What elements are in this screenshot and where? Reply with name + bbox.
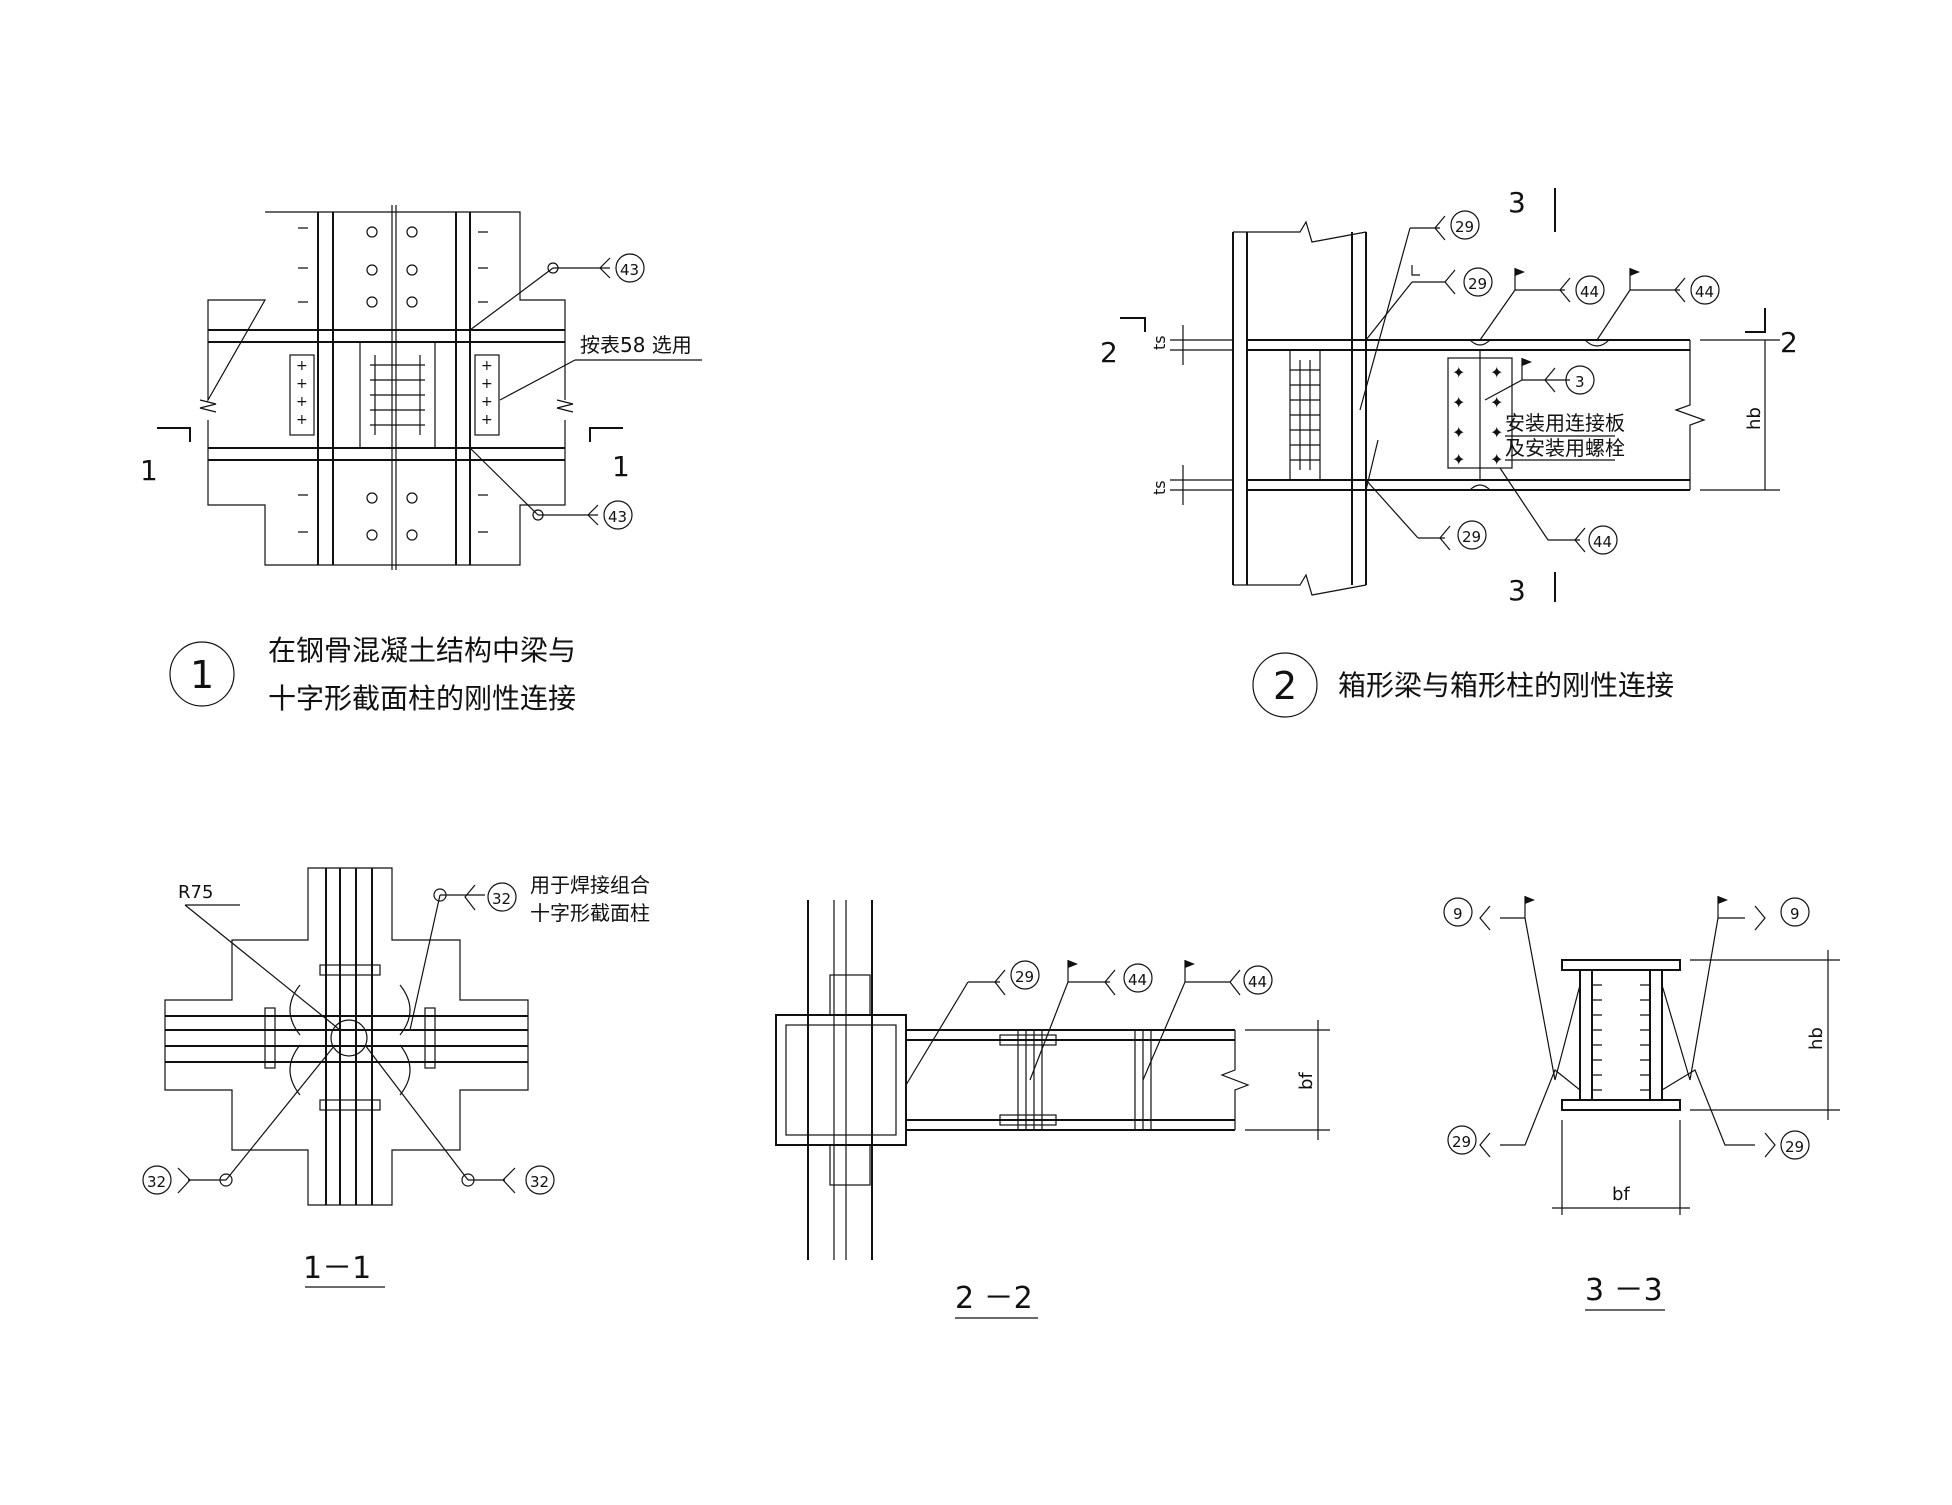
weld-symbol-44-c: 44 <box>1499 467 1618 555</box>
detail2-number: 2 <box>1273 664 1297 708</box>
svg-text:+: + <box>481 376 493 392</box>
svg-text:+: + <box>481 394 493 410</box>
detail2-title: 箱形梁与箱形柱的刚性连接 <box>1338 669 1674 702</box>
weld-symbol-29-b: 29 <box>1365 265 1493 341</box>
section-2-2: bf 29 44 44 2 －2 <box>775 900 1330 1319</box>
svg-text:+: + <box>481 412 493 428</box>
section-3-3: hb bf 9 9 29 29 3 －3 <box>1443 896 1840 1311</box>
section-1-1: R75 32 用于焊接组合 十字形截面柱 32 32 1－1 <box>142 867 650 1288</box>
bolt-group-center <box>370 355 425 435</box>
weld-ref-44-22b: 44 <box>1248 973 1267 991</box>
dim-ts-bottom: ts <box>1150 480 1169 495</box>
detail1-title-line1: 在钢骨混凝土结构中梁与 <box>268 634 576 667</box>
weld-ref-43-top: 43 <box>620 261 639 279</box>
weld-ref-44-b: 44 <box>1695 283 1714 301</box>
weld-ref-32-top: 32 <box>492 890 511 908</box>
detail1-note: 按表58 选用 <box>580 333 692 357</box>
weld-symbol-44-b: 44 <box>1596 268 1720 341</box>
shear-studs <box>298 226 488 541</box>
section11-label: 1－1 <box>303 1251 371 1286</box>
section22-label: 2 －2 <box>955 1281 1033 1316</box>
weld-symbol-29-c: 29 <box>1365 439 1487 551</box>
svg-text:✦: ✦ <box>1452 363 1465 382</box>
weld-ref-29-right: 29 <box>1785 1138 1804 1156</box>
weld-ref-29-22: 29 <box>1015 968 1034 986</box>
section-mark-2-left: 2 <box>1100 336 1118 369</box>
weld-ref-9-left: 9 <box>1453 905 1463 923</box>
svg-text:+: + <box>296 376 308 392</box>
dim-bf-33: bf <box>1612 1184 1630 1205</box>
weld-ref-43-bottom: 43 <box>608 508 627 526</box>
dim-hb: hb <box>1744 407 1765 430</box>
weld-ref-44-c: 44 <box>1593 533 1612 551</box>
detail2-note-line1: 安装用连接板 <box>1505 411 1625 435</box>
svg-text:+: + <box>296 394 308 410</box>
svg-text:✦: ✦ <box>1452 423 1465 442</box>
section11-note-line1: 用于焊接组合 <box>530 873 650 897</box>
section-mark-3-top: 3 <box>1508 186 1526 219</box>
detail1-title-line2: 十字形截面柱的刚性连接 <box>268 682 576 715</box>
svg-text:✦: ✦ <box>1490 423 1503 442</box>
weld-ref-29-left: 29 <box>1452 1133 1471 1151</box>
bolt-group-left: + + + + <box>296 358 308 428</box>
weld-symbol-29-a: 29 <box>1359 210 1480 411</box>
weld-symbol-3: 3 <box>1484 358 1595 401</box>
weld-ref-29-b: 29 <box>1468 275 1487 293</box>
svg-text:✦: ✦ <box>1452 393 1465 412</box>
svg-text:+: + <box>296 358 308 374</box>
bolt-group-right: + + + + <box>481 358 493 428</box>
radius-note: R75 <box>178 882 213 903</box>
dim-bf-22: bf <box>1296 1072 1317 1090</box>
section33-label: 3 －3 <box>1585 1273 1663 1308</box>
weld-ref-32-bottom-left: 32 <box>147 1173 166 1191</box>
detail1-number: 1 <box>190 653 214 697</box>
weld-ref-44-a: 44 <box>1580 283 1599 301</box>
weld-symbol-44-a: 44 <box>1479 268 1605 341</box>
bolt-markers-connection: ✦ ✦ ✦ ✦ ✦ ✦ ✦ ✦ <box>1452 363 1503 469</box>
weld-symbol-43-top: 43 <box>469 253 645 331</box>
detail-2-elevation: ✦ ✦ ✦ ✦ ✦ ✦ ✦ ✦ 2 2 3 3 ts ts hb 安装用连接板 及安装用… <box>1100 186 1798 718</box>
section-mark-2-right: 2 <box>1780 326 1798 359</box>
weld-ref-29-c: 29 <box>1462 528 1481 546</box>
svg-text:✦: ✦ <box>1490 363 1503 382</box>
weld-ref-29-a: 29 <box>1455 218 1474 236</box>
weld-ref-3: 3 <box>1575 373 1585 391</box>
svg-text:✦: ✦ <box>1490 450 1503 469</box>
svg-text:+: + <box>481 358 493 374</box>
svg-text:+: + <box>296 412 308 428</box>
dim-ts-top: ts <box>1150 335 1169 350</box>
detail-1-elevation: + + + + + + + + 1 1 <box>140 205 702 715</box>
detail2-note-line2: 及安装用螺栓 <box>1505 436 1625 460</box>
section-mark-1-right: 1 <box>612 450 630 483</box>
weld-ref-9-right: 9 <box>1790 905 1800 923</box>
dim-hb-33: hb <box>1806 1027 1827 1050</box>
weld-ref-32-bottom-right: 32 <box>530 1173 549 1191</box>
section11-note-line2: 十字形截面柱 <box>530 901 650 925</box>
svg-text:✦: ✦ <box>1452 450 1465 469</box>
bolt-group-panel <box>1290 360 1320 470</box>
weld-ref-44-22a: 44 <box>1128 971 1147 989</box>
weld-symbol-43-bottom: 43 <box>469 447 633 530</box>
section-mark-3-bottom: 3 <box>1508 574 1526 607</box>
section-mark-1-left: 1 <box>140 454 158 487</box>
svg-text:✦: ✦ <box>1490 393 1503 412</box>
